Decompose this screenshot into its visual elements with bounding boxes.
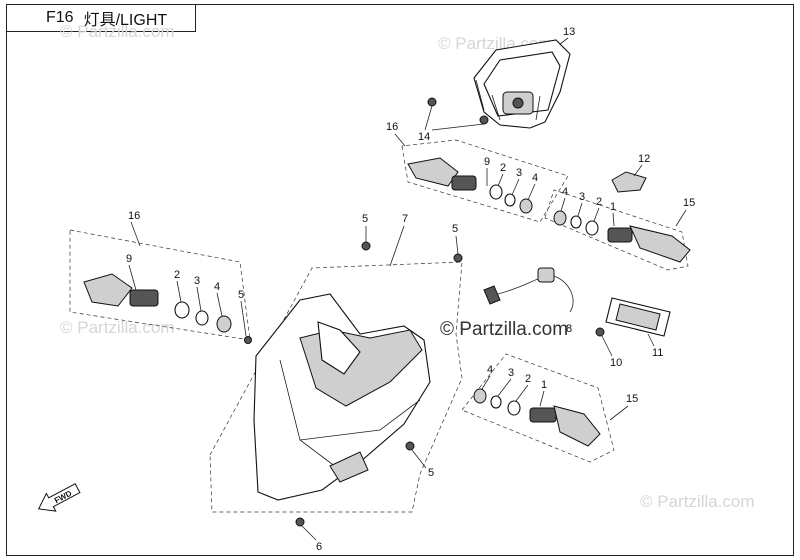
forward-arrow-icon: FWD: [37, 483, 81, 512]
washer: [570, 215, 582, 229]
connector-plug: [611, 171, 647, 193]
nut: [216, 315, 232, 333]
turn-signal-lamp: [407, 157, 477, 191]
callout-3: 3: [508, 367, 514, 379]
diagram-title: 灯具/LIGHT: [83, 11, 168, 29]
callout-2: 2: [500, 162, 506, 174]
callout-5: 5: [362, 213, 368, 225]
screw-14: [427, 97, 489, 125]
washer: [507, 400, 521, 416]
title-box: F16 灯具/LIGHT: [6, 4, 196, 32]
center-watermark: © Partzilla.com: [440, 319, 569, 340]
callout-8: 8: [566, 323, 572, 335]
diagram-code: F16: [46, 8, 74, 26]
callout-16-top: 16: [386, 121, 398, 133]
group-outline: [544, 189, 689, 271]
washer: [504, 193, 516, 207]
callout-5: 5: [428, 467, 434, 479]
washer: [489, 184, 503, 200]
callout-13: 13: [563, 26, 575, 38]
callout-4: 4: [487, 364, 493, 376]
callout-7: 7: [402, 213, 408, 225]
group-outline: [401, 139, 569, 223]
nut: [473, 388, 487, 404]
washer: [174, 301, 190, 319]
nut: [519, 198, 533, 214]
callout-10: 10: [610, 357, 622, 369]
group-outline: [69, 229, 251, 341]
watermark: © Partzilla.com: [60, 22, 175, 41]
screw: [361, 241, 371, 251]
callout-15-lower: 15: [626, 393, 638, 405]
washer: [195, 310, 209, 326]
callout-9: 9: [484, 156, 490, 168]
callout-14: 14: [418, 131, 430, 143]
callout-3: 3: [579, 191, 585, 203]
callout-9: 9: [126, 253, 132, 265]
callout-4: 4: [214, 281, 220, 293]
screw: [244, 336, 252, 344]
turn-signal-lamp: [607, 225, 691, 263]
tail-light-assembly: [473, 39, 571, 129]
callout-3: 3: [516, 167, 522, 179]
headlight-bulb: [483, 267, 574, 313]
callout-6: 6: [316, 541, 322, 553]
callout-3: 3: [194, 275, 200, 287]
watermark: © Partzilla.com: [60, 318, 175, 337]
callout-4: 4: [562, 186, 568, 198]
turn-signal-lamp: [83, 273, 159, 307]
turn-signal-lamp: [529, 405, 601, 447]
diagram-frame: [6, 4, 794, 556]
callout-1: 1: [610, 201, 616, 213]
nut: [553, 210, 567, 226]
callout-5: 5: [452, 223, 458, 235]
callout-2: 2: [525, 373, 531, 385]
screw: [453, 253, 463, 263]
screw: [595, 327, 605, 337]
callout-5: 5: [238, 289, 244, 301]
callout-4: 4: [532, 172, 538, 184]
screw: [405, 441, 415, 451]
callout-2: 2: [174, 269, 180, 281]
callout-1: 1: [541, 379, 547, 391]
group-outline: [209, 261, 463, 513]
washer: [585, 220, 599, 236]
headlight-assembly: [253, 293, 431, 501]
callout-16-left: 16: [128, 210, 140, 222]
callout-12: 12: [638, 153, 650, 165]
washer: [490, 395, 502, 409]
screw: [295, 517, 305, 527]
callout-2: 2: [596, 196, 602, 208]
callout-11: 11: [652, 347, 663, 359]
callout-15-upper: 15: [683, 197, 695, 209]
license-plate-light: [605, 297, 671, 337]
watermark: © Partzilla.com: [640, 492, 755, 511]
group-outline: [461, 353, 615, 463]
